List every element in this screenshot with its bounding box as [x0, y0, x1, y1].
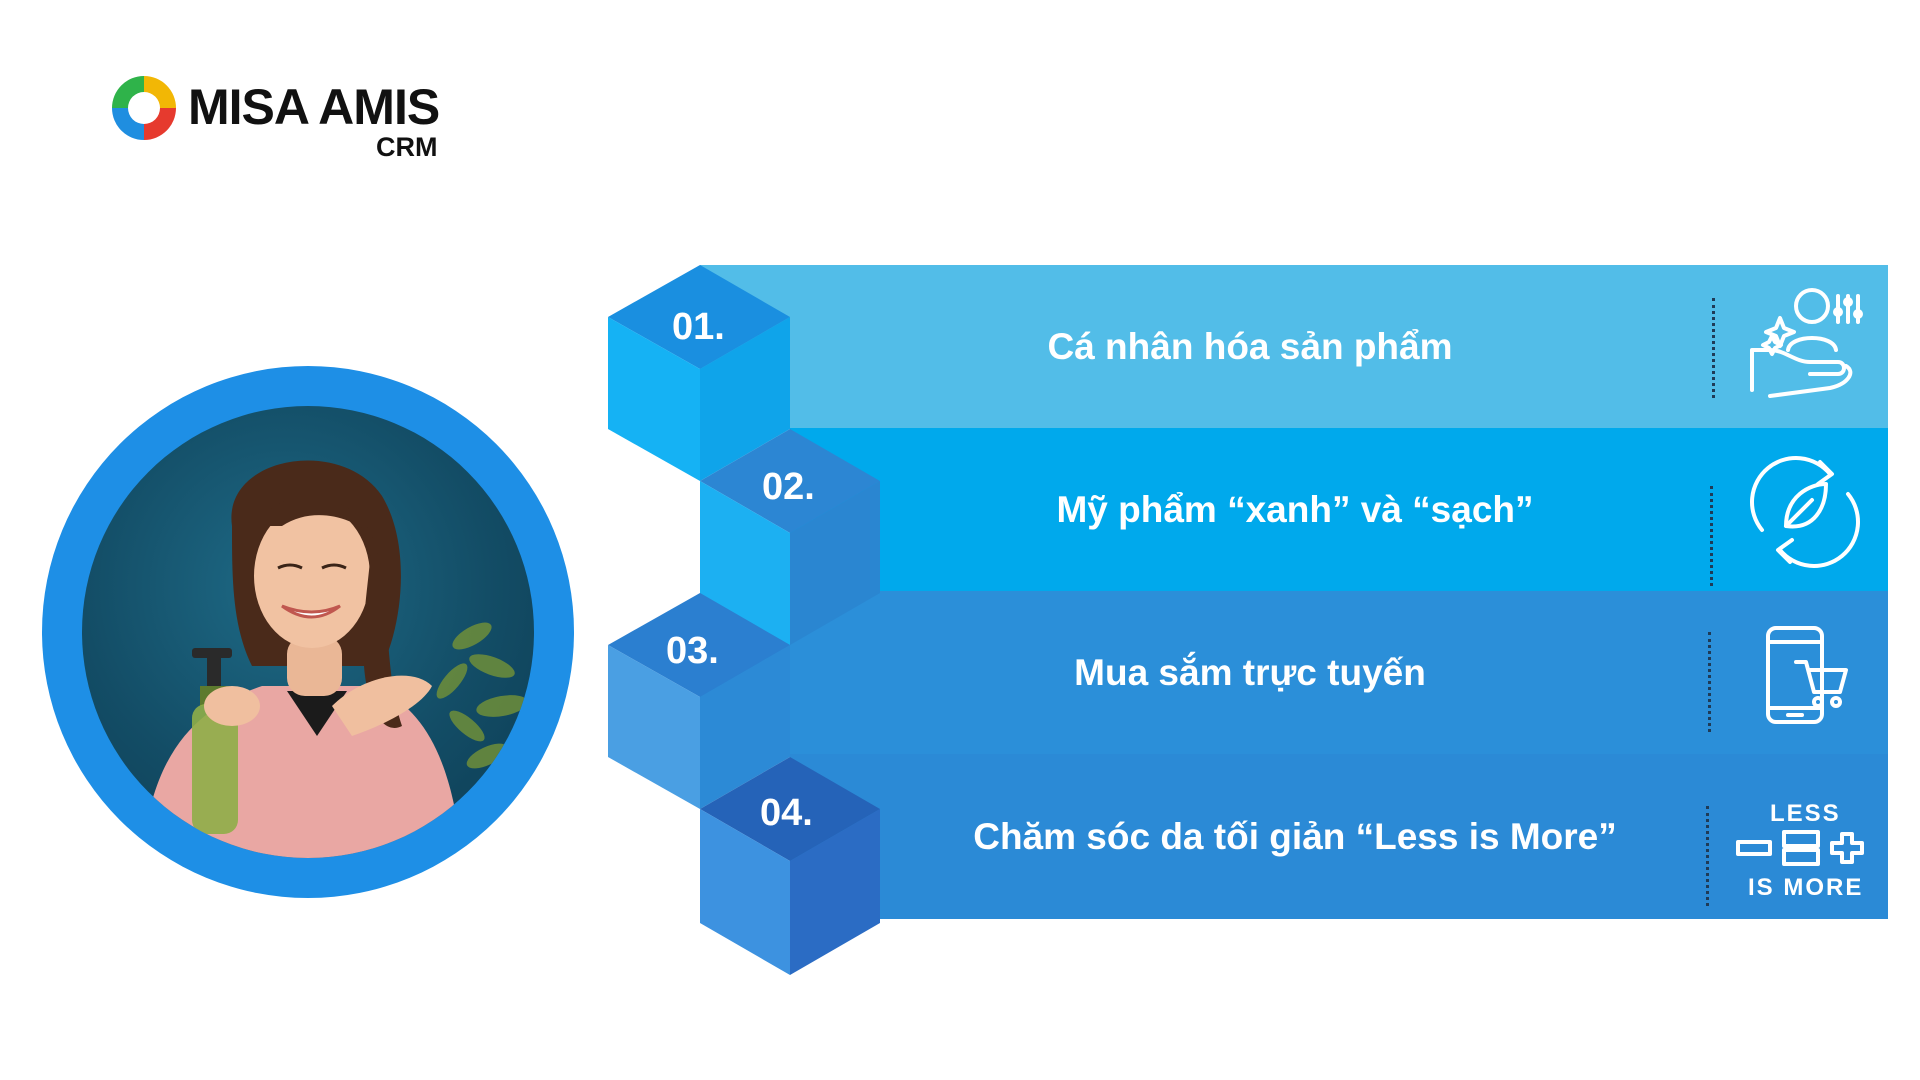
mobile-cart-icon: [1766, 626, 1848, 724]
bar-2-background: [790, 428, 1888, 591]
step-number-2: 02.: [762, 466, 815, 508]
less-text: LESS: [1770, 800, 1841, 827]
bar-3-background: [700, 591, 1888, 754]
divider-1: [1712, 298, 1715, 398]
misa-logo-icon: [112, 76, 176, 140]
step-label-3: Mua sắm trực tuyến: [1074, 651, 1426, 693]
woman-illustration: [142, 460, 528, 858]
divider-2: [1710, 486, 1713, 586]
divider-4: [1706, 806, 1709, 906]
woman-applying-skincare-photo: [82, 406, 534, 858]
personalize-hand-icon: [1750, 288, 1863, 398]
eco-leaf-cycle-icon: [1749, 455, 1861, 569]
bar-1-background: [700, 265, 1888, 428]
cube-2: [700, 429, 880, 645]
brand-product: CRM: [376, 132, 438, 162]
cube-3: [608, 593, 790, 809]
divider-3: [1708, 632, 1711, 732]
step-number-4: 04.: [760, 792, 813, 834]
cube-1: [608, 265, 790, 481]
step-label-4: Chăm sóc da tối giản “Less is More”: [973, 815, 1617, 857]
brand-logo: MISA AMIS CRM: [108, 72, 448, 167]
step-number-3: 03.: [666, 630, 719, 672]
brand-name: MISA AMIS: [188, 79, 440, 135]
step-label-1: Cá nhân hóa sản phẩm: [1047, 325, 1453, 367]
step-label-2: Mỹ phẩm “xanh” và “sạch”: [1056, 488, 1534, 530]
bar-4-background: [790, 754, 1888, 919]
step-number-1: 01.: [672, 306, 725, 348]
less-is-more-icon: [1736, 830, 1864, 866]
is-more-text: IS MORE: [1748, 874, 1864, 901]
cube-4: [700, 757, 880, 975]
